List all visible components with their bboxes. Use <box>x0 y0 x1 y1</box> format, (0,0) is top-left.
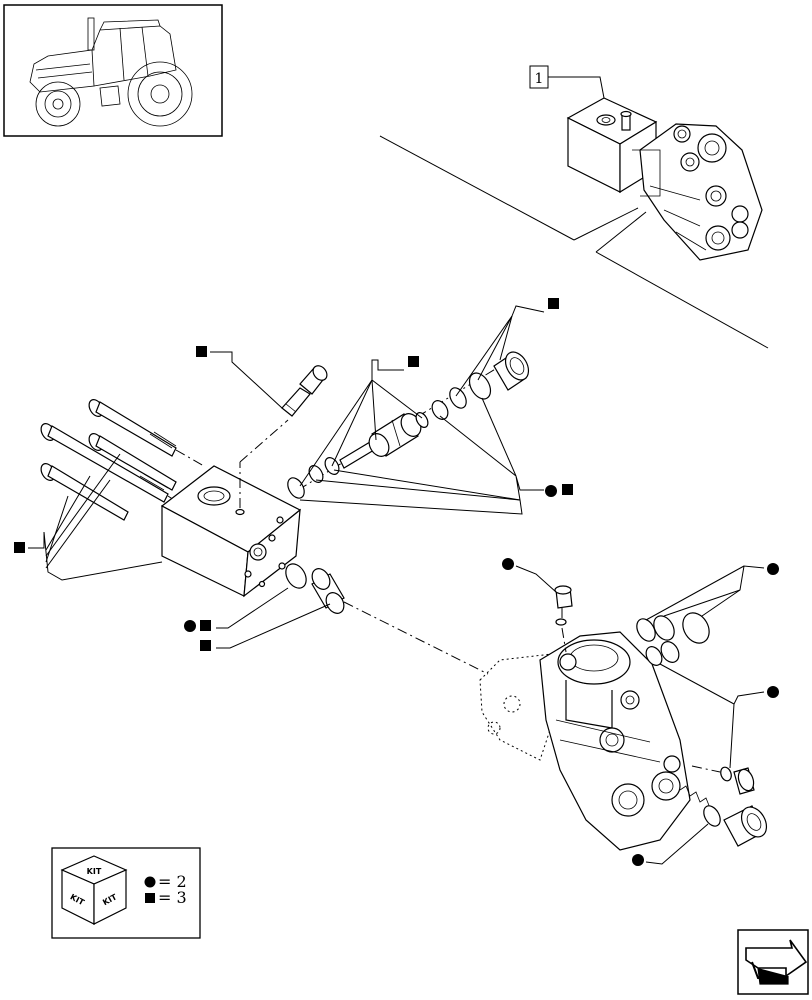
o-ring-a <box>287 477 305 499</box>
assembled-valve: 1 <box>379 65 769 349</box>
circle-marker-check-valve <box>767 686 779 698</box>
o-ring-e <box>449 387 467 409</box>
tractor-thumbnail[interactable] <box>3 4 223 137</box>
bolt-1 <box>88 399 177 457</box>
spring-plug <box>679 785 768 847</box>
end-plug <box>493 351 530 391</box>
right-seals <box>636 612 710 666</box>
legend-square-count: = 3 <box>158 888 187 907</box>
kit-legend: KIT KIT KIT = 2 = 3 <box>51 847 201 939</box>
circle-marker-right-seals <box>767 563 779 575</box>
kit-cube-icon: KIT KIT KIT <box>60 855 128 925</box>
square-marker-relief <box>196 346 207 357</box>
spool-body <box>368 413 422 457</box>
bolt-2 <box>40 423 169 503</box>
bolt-3 <box>88 433 177 491</box>
sleeve <box>311 568 345 614</box>
seal-ring <box>285 563 307 589</box>
callout-1: 1 <box>529 65 605 99</box>
bolt-4 <box>40 463 129 521</box>
small-screw <box>554 585 573 653</box>
next-page-button[interactable] <box>737 929 809 995</box>
relief-cartridge <box>239 365 328 508</box>
spool-assembly <box>287 351 530 499</box>
o-ring-b <box>308 465 324 483</box>
spacer <box>431 400 449 420</box>
valve-housing <box>479 631 691 851</box>
check-valve <box>691 765 755 795</box>
tractor-icon <box>29 17 193 127</box>
valve-block <box>160 465 302 598</box>
square-marker-sleeve <box>200 640 211 651</box>
square-marker-seal <box>200 620 211 631</box>
circle-marker-spring <box>632 854 644 866</box>
leader-lines <box>14 298 779 866</box>
next-page-arrow-icon <box>745 939 808 985</box>
circle-marker-spool <box>545 485 557 497</box>
square-marker-bolts <box>14 542 25 553</box>
legend-square-marker <box>145 893 155 903</box>
square-marker-plug <box>548 298 559 309</box>
circle-marker-screw <box>502 558 514 570</box>
square-marker-spool-seals <box>562 484 573 495</box>
legend-circle-marker <box>144 876 156 888</box>
circle-marker-seal <box>184 620 196 632</box>
o-ring-f <box>468 372 492 400</box>
mounting-bolts <box>40 399 205 521</box>
square-marker-spool <box>408 356 419 367</box>
lower-seal-sleeve <box>285 563 489 675</box>
legend-circle-count: = 2 <box>158 872 187 891</box>
kit-label-top: KIT <box>87 867 102 876</box>
callout-number: 1 <box>535 71 544 87</box>
